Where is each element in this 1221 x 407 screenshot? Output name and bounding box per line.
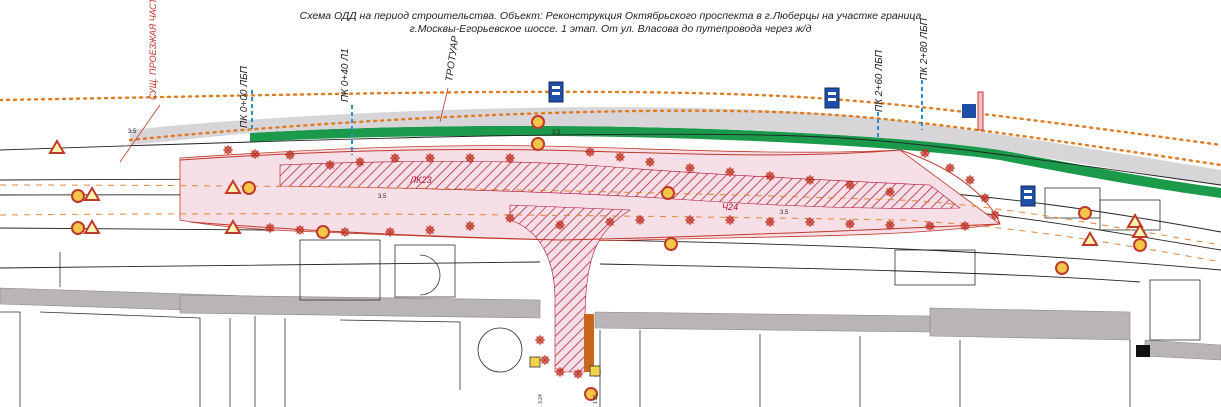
label-pk-0-00: ПК 0+00 ЛБП <box>239 65 250 128</box>
hatched-zone-main <box>279 161 961 209</box>
label-zone-24: Ч24 <box>722 202 738 212</box>
green-strip <box>250 125 1221 198</box>
orange-block <box>584 314 594 372</box>
leaders <box>119 87 449 163</box>
label-pk-0-40: ПК 0+40 Л1 <box>340 48 351 102</box>
label-zone-23: ЛК23 <box>409 175 432 185</box>
label-sign-1-25: 1.25 <box>593 394 599 404</box>
label-dim-b: 3.5 <box>128 129 137 135</box>
label-sign-3-24: 3.24 <box>538 394 544 404</box>
label-edge-note: СУЩ. ПРОЕЗЖАЯ ЧАСТЬ (БОРТ) <box>148 0 158 100</box>
label-dim-a: 3.5 <box>552 130 561 136</box>
buildings <box>0 287 1221 361</box>
diagram-title-line1: Схема ОДД на период строительства. Объек… <box>299 10 922 22</box>
label-dim-c: 3.5 <box>378 194 387 200</box>
label-dim-d: 3.5 <box>780 210 789 216</box>
upper-sidewalk <box>130 107 1221 186</box>
road-signs <box>49 81 1150 401</box>
label-sidewalk: ТРОТУАР <box>444 35 461 82</box>
label-pk-2-60: ПК 2+60 ЛБП <box>874 49 885 112</box>
diagram-title-line2: г.Москвы-Егорьевское шоссе. 1 этап. От у… <box>409 23 812 35</box>
label-pk-2-80: ПК 2+80 ЛБП <box>919 17 930 80</box>
fence-lines <box>0 90 1221 167</box>
pk-markers <box>251 80 923 155</box>
